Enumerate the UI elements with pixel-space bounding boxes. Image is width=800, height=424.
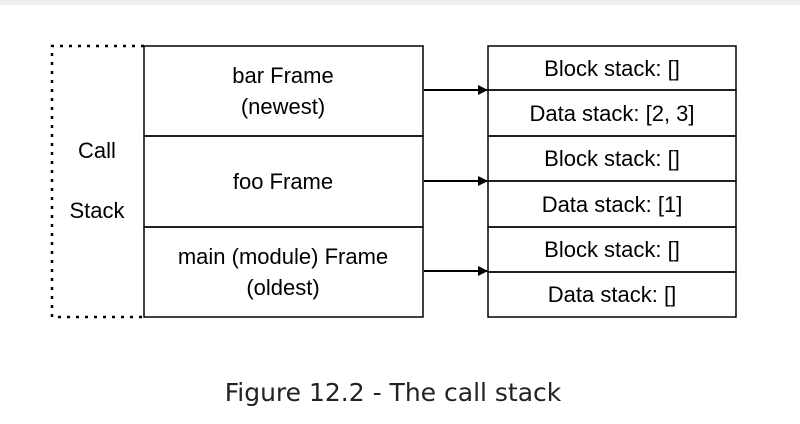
frame-bar-sublabel: (newest)	[241, 94, 325, 119]
top-strip	[0, 0, 800, 5]
figure-caption: Figure 12.2 - The call stack	[224, 378, 562, 407]
frame-foo-label: foo Frame	[233, 169, 333, 194]
call-stack-label-stack: Stack	[69, 198, 125, 223]
call-stack-label-call: Call	[78, 138, 116, 163]
data-stack-foo: Data stack: [1]	[542, 192, 683, 217]
frame-main-label: main (module) Frame	[178, 244, 388, 269]
block-stack-bar: Block stack: []	[544, 56, 680, 81]
data-stack-bar: Data stack: [2, 3]	[529, 101, 694, 126]
frame-main-sublabel: (oldest)	[246, 275, 319, 300]
block-stack-main: Block stack: []	[544, 237, 680, 262]
block-stack-foo: Block stack: []	[544, 146, 680, 171]
frame-box-bar	[143, 45, 424, 137]
data-stack-main: Data stack: []	[548, 282, 676, 307]
call-stack-bracket	[50, 44, 144, 319]
data-stack-box-main	[487, 271, 737, 318]
frame-bar-label: bar Frame	[232, 63, 333, 88]
frame-box-main	[143, 226, 424, 318]
